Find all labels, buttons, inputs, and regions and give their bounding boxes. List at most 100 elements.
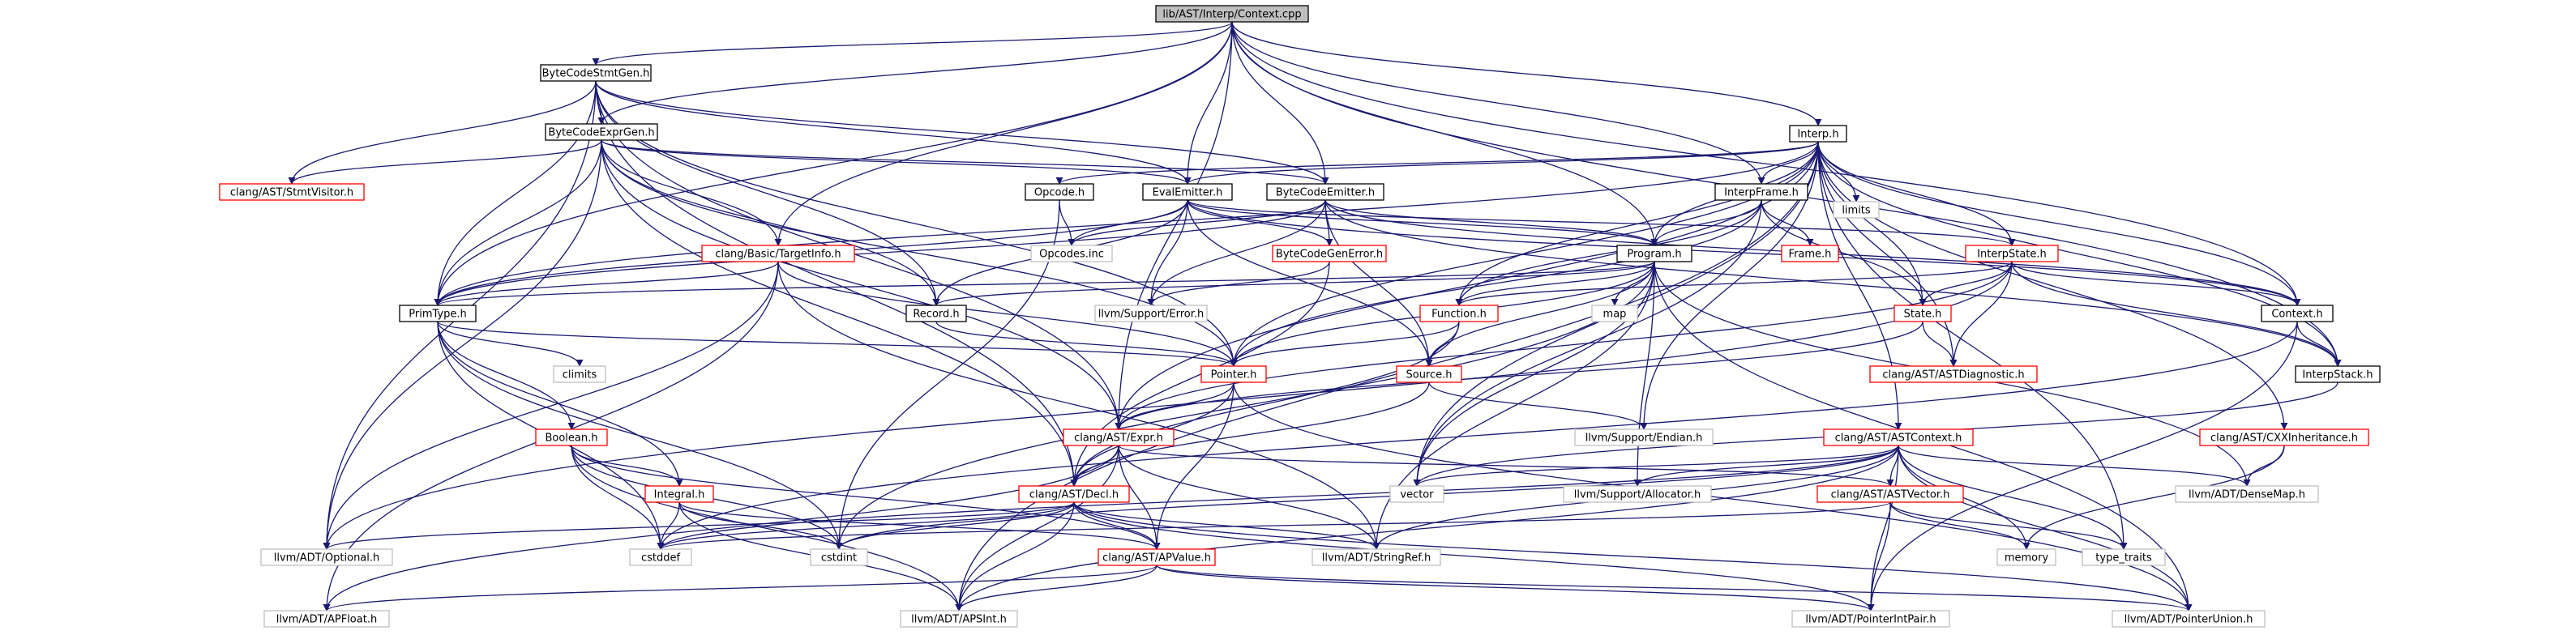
edge-bytecodeemitter-to-program xyxy=(1324,199,1658,246)
edge-interpstate-to-function xyxy=(1455,261,2013,306)
node-astdiagnostic[interactable]: clang/AST/ASTDiagnostic.h xyxy=(1869,365,2038,383)
node-pointer[interactable]: Pointer.h xyxy=(1200,365,1267,383)
node-box-astcontext xyxy=(1823,428,1974,446)
edge-program-to-allocator xyxy=(1633,261,1655,487)
edge-decl-to-cstddef xyxy=(657,501,1075,550)
node-evalemitter[interactable]: EvalEmitter.h xyxy=(1142,183,1233,201)
node-box-apsint xyxy=(900,610,1018,628)
node-label-bytecodegenerror: ByteCodeGenError.h xyxy=(1276,249,1383,261)
edge-evalemitter-to-interpstate xyxy=(1187,199,2016,246)
node-bytecodeexprgen[interactable]: ByteCodeExprGen.h xyxy=(545,123,658,141)
edge-astvector-to-memory xyxy=(1889,501,2030,550)
node-interpstate[interactable]: InterpState.h xyxy=(1965,245,2059,262)
edge-primtype-to-integral xyxy=(437,321,683,487)
node-opcode[interactable]: Opcode.h xyxy=(1025,183,1094,201)
node-bytecodeemitter[interactable]: ByteCodeEmitter.h xyxy=(1266,183,1384,201)
node-record[interactable]: Record.h xyxy=(905,305,967,322)
node-pointerintpair: llvm/ADT/PointerIntPair.h xyxy=(1791,610,1950,628)
node-box-astdiagnostic xyxy=(1869,365,2038,383)
node-astvector[interactable]: clang/AST/ASTVector.h xyxy=(1816,485,1964,503)
node-bytecodestmtgen[interactable]: ByteCodeStmtGen.h xyxy=(540,64,652,82)
node-box-program xyxy=(1616,245,1692,262)
edge-program-to-function xyxy=(1455,261,1655,306)
edge-root-to-primtype xyxy=(434,21,1233,306)
node-box-typetraits xyxy=(2082,548,2166,566)
node-integral[interactable]: Integral.h xyxy=(644,485,714,503)
node-program[interactable]: Program.h xyxy=(1616,245,1692,262)
node-label-astvector: clang/AST/ASTVector.h xyxy=(1831,489,1950,501)
node-bytecodegenerror[interactable]: ByteCodeGenError.h xyxy=(1272,245,1387,262)
node-box-optional xyxy=(260,548,393,566)
edge-context-to-interpstack xyxy=(2296,321,2342,367)
node-label-apsint: llvm/ADT/APSInt.h xyxy=(911,614,1007,626)
node-box-integral xyxy=(644,485,714,503)
edge-root-to-targetinfo xyxy=(774,21,1233,246)
node-box-map xyxy=(1591,305,1638,322)
node-typetraits: type_traits xyxy=(2082,548,2166,566)
node-function[interactable]: Function.h xyxy=(1419,305,1499,322)
node-box-climits xyxy=(553,365,606,383)
node-frame[interactable]: Frame.h xyxy=(1781,245,1839,262)
edge-interp-to-interpstack xyxy=(1817,141,2342,367)
edge-opcode-to-cstdint xyxy=(835,199,1060,550)
node-box-apfloat xyxy=(263,610,390,628)
node-interp[interactable]: Interp.h xyxy=(1789,125,1847,143)
node-label-apfloat: llvm/ADT/APFloat.h xyxy=(276,614,377,626)
node-label-vector: vector xyxy=(1400,489,1434,501)
node-astcontext[interactable]: clang/AST/ASTContext.h xyxy=(1823,428,1974,446)
node-densemap: llvm/ADT/DenseMap.h xyxy=(2175,485,2319,503)
node-expr[interactable]: clang/AST/Expr.h xyxy=(1063,428,1175,446)
edge-bytecodeemitter-to-primtype xyxy=(434,199,1326,306)
edge-bytecodeexprgen-to-evalemitter xyxy=(601,139,1192,185)
node-stringref: llvm/ADT/StringRef.h xyxy=(1312,548,1441,566)
edge-interp-to-astdiagnostic xyxy=(1817,141,1958,367)
edge-primtype-to-climits xyxy=(437,321,584,367)
node-label-record: Record.h xyxy=(913,309,959,321)
edge-integral-to-cstdint xyxy=(678,501,843,550)
edge-expr-to-stringref xyxy=(1118,445,1380,550)
node-root[interactable]: lib/AST/Interp/Context.cpp xyxy=(1155,5,1309,23)
node-box-allocator xyxy=(1563,485,1712,503)
node-label-targetinfo: clang/Basic/TargetInfo.h xyxy=(715,249,841,261)
node-label-densemap: llvm/ADT/DenseMap.h xyxy=(2189,489,2305,501)
edge-primtype-to-pointer xyxy=(437,321,1238,367)
node-interpstack[interactable]: InterpStack.h xyxy=(2295,365,2381,383)
node-box-cstddef xyxy=(629,548,692,566)
edge-bytecodestmtgen-to-record xyxy=(595,80,940,306)
node-stmtvisitor[interactable]: clang/AST/StmtVisitor.h xyxy=(219,183,365,201)
node-interpframe[interactable]: InterpFrame.h xyxy=(1714,183,1808,201)
edge-astcontext-to-allocator xyxy=(1633,445,1899,487)
edge-boolean-to-cstddef xyxy=(571,445,665,550)
node-map: map xyxy=(1591,305,1638,322)
edge-expr-to-astvector xyxy=(1118,445,1894,487)
node-decl[interactable]: clang/AST/Decl.h xyxy=(1018,485,1130,503)
node-box-stmtvisitor xyxy=(219,183,365,201)
edge-astcontext-to-cstdint xyxy=(835,445,1899,550)
node-boolean[interactable]: Boolean.h xyxy=(535,428,608,446)
node-state[interactable]: State.h xyxy=(1893,305,1952,322)
edge-interp-to-context xyxy=(1817,141,2301,306)
edge-source-to-endian xyxy=(1428,381,1648,430)
node-apvalue[interactable]: clang/AST/APValue.h xyxy=(1098,548,1216,566)
edge-bytecodeemitter-to-opcodesinc xyxy=(1068,199,1326,246)
node-context[interactable]: Context.h xyxy=(2261,305,2334,322)
node-label-bytecodeexprgen: ByteCodeExprGen.h xyxy=(548,127,654,139)
node-vector: vector xyxy=(1389,485,1444,503)
node-label-bytecodestmtgen: ByteCodeStmtGen.h xyxy=(542,68,650,80)
node-label-primtype: PrimType.h xyxy=(409,309,466,321)
edge-decl-to-optional xyxy=(323,501,1075,550)
node-cxxinheritance[interactable]: clang/AST/CXXInheritance.h xyxy=(2199,428,2369,446)
node-box-memory xyxy=(1996,548,2056,566)
edge-state-to-expr xyxy=(1115,321,1923,430)
node-box-bytecodeexprgen xyxy=(545,123,658,141)
node-primtype[interactable]: PrimType.h xyxy=(399,305,477,322)
node-box-stringref xyxy=(1312,548,1441,566)
node-box-supporterror xyxy=(1094,305,1208,322)
node-label-pointerintpair: llvm/ADT/PointerIntPair.h xyxy=(1805,614,1936,626)
edge-interpstate-to-expr xyxy=(1115,261,2013,430)
node-targetinfo[interactable]: clang/Basic/TargetInfo.h xyxy=(701,245,855,262)
node-source[interactable]: Source.h xyxy=(1396,365,1462,383)
node-label-supporterror: llvm/Support/Error.h xyxy=(1098,309,1205,321)
node-optional: llvm/ADT/Optional.h xyxy=(260,548,393,566)
node-box-cstdint xyxy=(810,548,868,566)
